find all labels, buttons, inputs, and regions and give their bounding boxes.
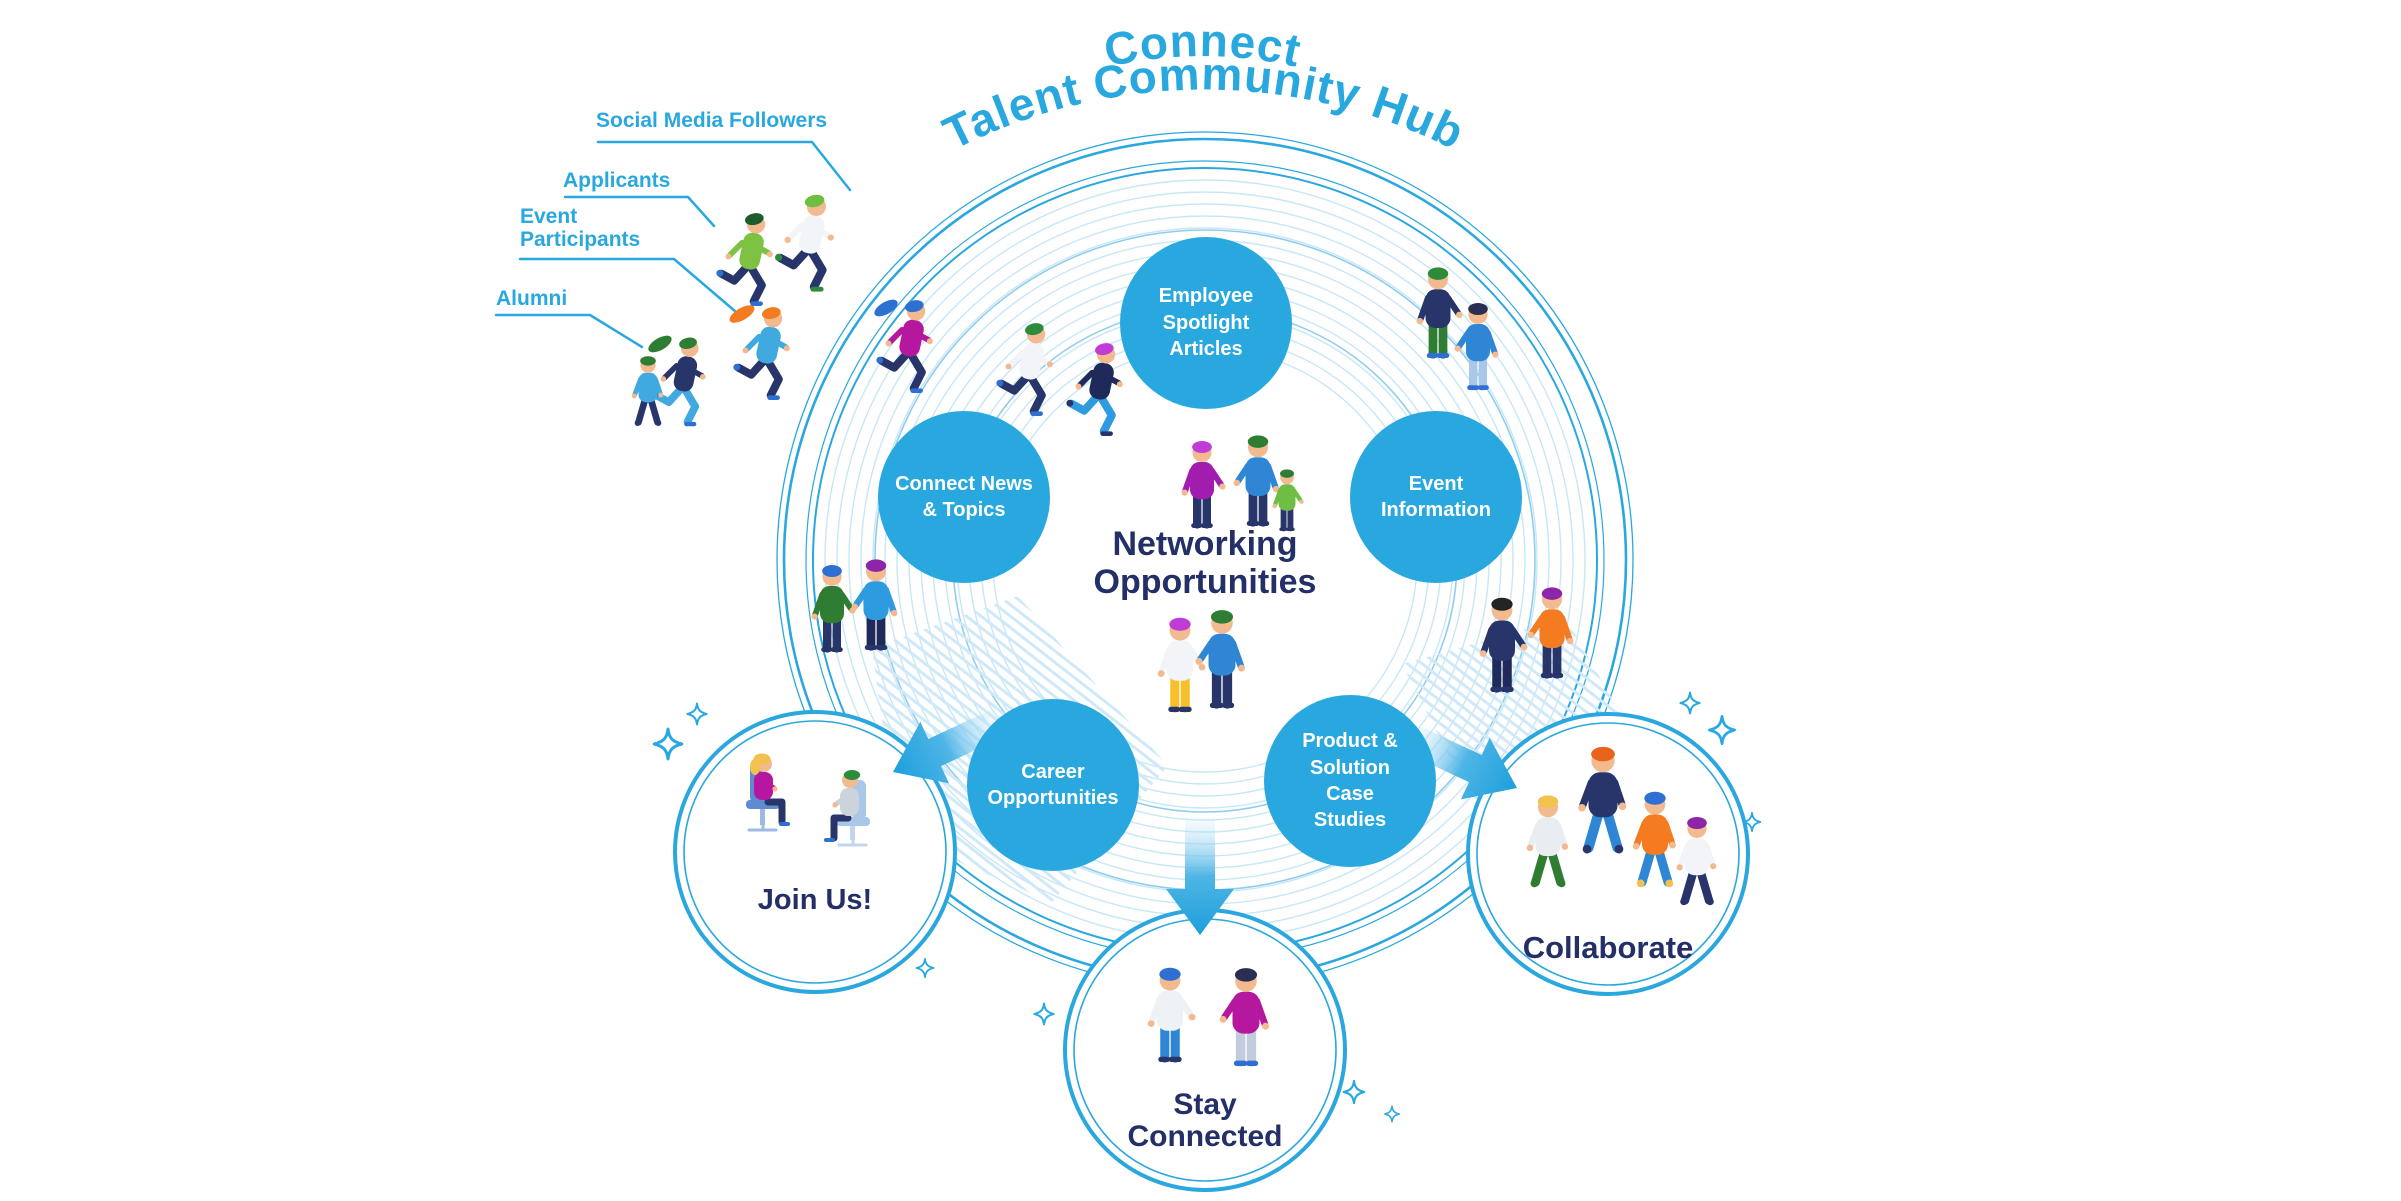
audience-label-alumni: Alumni [496, 287, 568, 310]
outcome-circle-join-us [673, 710, 957, 994]
node-circle-employee-spotlight [1120, 237, 1292, 409]
node-label-connect-news: Connect News & Topics [895, 472, 1033, 521]
node-circle-career-opportunities [967, 699, 1139, 871]
node-label-employee-spotlight: Employee Spotlight Articles [1158, 285, 1254, 361]
outcome-circle-collaborate [1466, 712, 1750, 996]
diagram-title: Connect Talent Community Hub [935, 14, 1473, 159]
hub-center-label: Networking Opportunities [1005, 519, 1405, 607]
title-tagline: Talent Community Hub [935, 47, 1472, 159]
svg-text:Talent Community Hub: Talent Community Hub [935, 47, 1473, 159]
audience-label-social-media-followers: Social Media Followers [596, 109, 828, 132]
audience-label-event-participants: Event Participants [520, 205, 641, 251]
outcome-label-stay-connected: Stay Connected [1127, 1088, 1283, 1153]
outcome-label-collaborate: Collaborate [1522, 929, 1694, 965]
node-circle-connect-news [878, 411, 1050, 583]
audience-leader-lines [494, 140, 852, 349]
hub-node-circles [878, 237, 1522, 871]
node-circle-product-solution [1264, 695, 1436, 867]
hub-center-line2: Opportunities [1093, 563, 1317, 601]
node-label-event-information: Event Information [1381, 472, 1491, 521]
audience-label-applicants: Applicants [563, 169, 671, 192]
people-interview-illustration [746, 753, 870, 847]
node-label-product-solution: Product & Solution Case Studies [1302, 730, 1398, 832]
outcome-label-join-us: Join Us! [757, 883, 873, 916]
people-runners-illustration [632, 193, 1123, 434]
node-circle-event-information [1350, 411, 1522, 583]
hub-center-line1: Networking [1112, 524, 1298, 563]
node-label-career-opportunities: Career Opportunities [987, 760, 1119, 809]
